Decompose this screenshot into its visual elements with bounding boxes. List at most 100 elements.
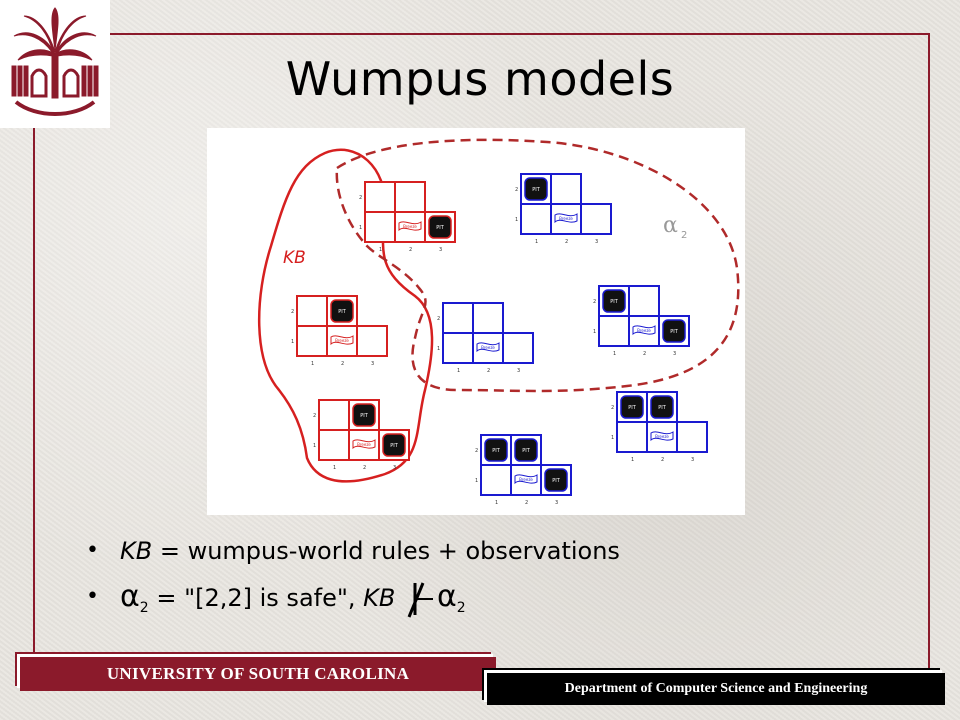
row-label: 1 [515, 217, 518, 223]
row-label: 2 [593, 299, 596, 305]
pit-icon [620, 395, 644, 419]
row-label: 1 [291, 339, 294, 345]
pit-label: PIT [338, 309, 346, 315]
bullet-marker: • [86, 538, 99, 563]
pit-icon [382, 433, 406, 457]
alpha-symbol: α [663, 213, 678, 238]
row-label: 2 [313, 413, 316, 419]
not-entails-icon [403, 579, 437, 619]
col-label: 2 [409, 247, 412, 253]
row-label: 2 [437, 316, 440, 322]
grid-cell [550, 173, 582, 205]
col-label: 1 [495, 500, 498, 506]
pit-icon [330, 299, 354, 323]
pit-icon [428, 215, 452, 239]
row-label: 1 [359, 225, 362, 231]
col-label: 2 [565, 239, 568, 245]
grid-cell [676, 421, 708, 453]
pit-label: PIT [436, 225, 444, 231]
bullet-list: • KB = wumpus-world rules + observations… [86, 528, 886, 620]
footer-department-name: Department of Computer Science and Engin… [487, 673, 945, 705]
bullet-marker: • [86, 584, 99, 609]
col-label: 2 [661, 457, 664, 463]
pit-label: PIT [360, 413, 368, 419]
grid-cell [580, 203, 612, 235]
breeze-label: Breeze [559, 216, 573, 221]
breeze-label: Breeze [481, 345, 495, 350]
row-label: 1 [313, 443, 316, 449]
palmetto-tree-logo [11, 7, 99, 116]
grid-cell [364, 181, 396, 213]
col-label: 3 [595, 239, 598, 245]
grid-cell [520, 203, 552, 235]
row-label: 2 [611, 405, 614, 411]
alpha-subscript: 2 [681, 230, 687, 241]
frame-border-left [33, 128, 35, 656]
pit-label: PIT [492, 448, 500, 454]
pit-label: PIT [522, 448, 530, 454]
grid-cell [480, 464, 512, 496]
frame-border-top [108, 33, 930, 35]
grid-cell [616, 421, 648, 453]
slide-title: Wumpus models [285, 52, 675, 106]
grid-cell [442, 302, 474, 334]
breeze-icon [632, 325, 656, 336]
row-label: 2 [359, 195, 362, 201]
col-label: 3 [393, 465, 396, 471]
breeze-icon [514, 474, 538, 485]
alpha-symbol: α [437, 579, 457, 614]
col-label: 3 [371, 361, 374, 367]
grid-cell [364, 211, 396, 243]
breeze-label: Breeze [357, 442, 371, 447]
col-label: 1 [535, 239, 538, 245]
pit-icon [602, 289, 626, 313]
col-label: 1 [613, 351, 616, 357]
grid-cell [296, 325, 328, 357]
row-label: 1 [475, 478, 478, 484]
university-logo [0, 0, 110, 128]
bullet-alpha2-definition: • α2 = "[2,2] is safe", KB α2 [86, 574, 886, 620]
pit-icon [650, 395, 674, 419]
pit-label: PIT [658, 405, 666, 411]
frame-border-right [928, 33, 930, 673]
pit-icon [662, 319, 686, 343]
col-label: 2 [525, 500, 528, 506]
col-label: 3 [517, 368, 520, 374]
col-label: 3 [555, 500, 558, 506]
col-label: 1 [631, 457, 634, 463]
breeze-label: Breeze [655, 434, 669, 439]
pit-label: PIT [390, 443, 398, 449]
breeze-label: Breeze [519, 477, 533, 482]
breeze-label: Breeze [403, 224, 417, 229]
row-label: 1 [437, 346, 440, 352]
pit-label: PIT [532, 187, 540, 193]
row-label: 1 [593, 329, 596, 335]
alpha-subscript: 2 [456, 600, 466, 616]
grid-cell [394, 181, 426, 213]
bullet-kb-definition: • KB = wumpus-world rules + observations [86, 528, 886, 574]
row-label: 1 [611, 435, 614, 441]
alpha-symbol: α [120, 579, 140, 614]
breeze-icon [650, 431, 674, 442]
grid-cell [502, 332, 534, 364]
kb-term: KB [120, 537, 153, 565]
col-label: 3 [673, 351, 676, 357]
footer-university-name: UNIVERSITY OF SOUTH CAROLINA [20, 657, 496, 691]
col-label: 1 [457, 368, 460, 374]
bullet-text: = wumpus-world rules + observations [152, 537, 620, 565]
breeze-label: Breeze [335, 338, 349, 343]
breeze-icon [398, 221, 422, 232]
grid-cell [628, 285, 660, 317]
grid-cell [296, 295, 328, 327]
breeze-icon [476, 342, 500, 353]
